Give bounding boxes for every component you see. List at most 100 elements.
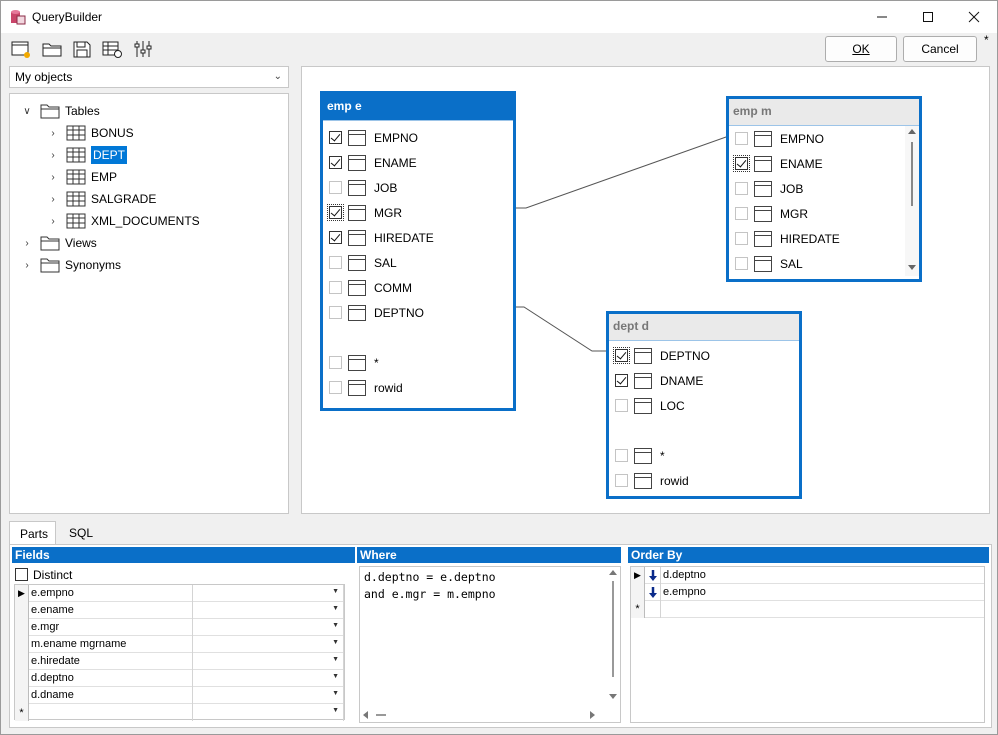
field-expression-cell[interactable]: d.dname [29, 686, 193, 704]
expand-chevron-icon[interactable]: › [51, 193, 55, 205]
distinct-checkbox-row[interactable]: Distinct [14, 566, 72, 583]
field-checkbox[interactable] [613, 347, 630, 364]
expand-chevron-icon[interactable]: › [51, 149, 55, 161]
field-row[interactable]: ENAME [323, 150, 417, 175]
orderby-expression-cell[interactable]: e.empno [663, 586, 706, 598]
field-row[interactable]: DEPTNO [609, 343, 710, 368]
dropdown-arrow-icon[interactable]: ▼ [332, 707, 339, 714]
dropdown-arrow-icon[interactable]: ▼ [332, 621, 339, 629]
dropdown-arrow-icon[interactable]: ▼ [332, 638, 339, 646]
field-checkbox[interactable] [733, 155, 750, 172]
where-horizontal-scrollbar[interactable] [360, 708, 608, 722]
table-settings-button[interactable] [100, 37, 124, 61]
orderby-grid-new-row[interactable]: * [631, 600, 984, 618]
tree-node-views[interactable]: › Views [20, 233, 97, 253]
tree-node-bonus[interactable]: › BONUS [46, 123, 134, 143]
orderby-grid-row[interactable]: ▶ d.deptno [631, 566, 984, 584]
fields-grid-row[interactable]: ▶ e.empno ▼ [15, 584, 344, 602]
field-alias-cell[interactable]: ▼ [193, 635, 344, 653]
options-button[interactable] [131, 37, 155, 61]
field-alias-cell[interactable]: ▼ [193, 618, 344, 636]
tree-node-synonyms[interactable]: › Synonyms [20, 255, 121, 275]
table-box-title[interactable]: dept d [609, 314, 799, 340]
fields-grid-row[interactable]: e.ename ▼ [15, 601, 344, 619]
table-box-emp-m[interactable]: emp m EMPNO ENAME JOB MGR HIREDATE SAL [726, 96, 922, 282]
join-line-mgr-empno[interactable] [516, 136, 728, 209]
fields-grid-row[interactable]: m.ename mgrname ▼ [15, 635, 344, 653]
field-checkbox[interactable] [329, 356, 342, 369]
dropdown-arrow-icon[interactable]: ▼ [332, 604, 339, 612]
table-box-emp-e[interactable]: emp e EMPNO ENAME JOB MGR HIREDATE SAL C… [320, 91, 516, 411]
tree-node-xml-documents[interactable]: › XML_DOCUMENTS [46, 211, 200, 231]
field-alias-cell[interactable]: ▼ [193, 652, 344, 670]
tree-node-dept[interactable]: › DEPT [46, 145, 128, 165]
field-row-rowid[interactable]: rowid [609, 468, 689, 493]
field-checkbox[interactable] [735, 257, 748, 270]
ok-button[interactable]: OK [825, 36, 897, 62]
object-tree[interactable]: ∨ Tables › BONUS › DEPT › EMP › [9, 93, 289, 514]
field-checkbox[interactable] [329, 131, 342, 144]
field-row[interactable]: HIREDATE [323, 225, 434, 250]
field-row[interactable]: MGR [323, 200, 402, 225]
field-row[interactable]: LOC [609, 393, 685, 418]
field-checkbox[interactable] [735, 132, 748, 145]
sort-descending-icon[interactable] [648, 586, 658, 599]
save-button[interactable] [70, 37, 94, 61]
sort-descending-icon[interactable] [648, 569, 658, 582]
field-row-star[interactable]: * [609, 443, 665, 468]
field-checkbox[interactable] [329, 381, 342, 394]
field-row[interactable]: SAL [323, 250, 397, 275]
expand-chevron-icon[interactable]: › [51, 171, 55, 183]
field-row[interactable]: ENAME [729, 151, 823, 176]
fields-grid-row[interactable]: e.mgr ▼ [15, 618, 344, 636]
field-row[interactable]: JOB [729, 176, 803, 201]
field-expression-cell[interactable]: e.empno [29, 584, 193, 602]
field-checkbox[interactable] [615, 399, 628, 412]
table-box-title[interactable]: emp m [729, 99, 919, 125]
collapse-chevron-icon[interactable]: ∨ [23, 105, 31, 117]
close-button[interactable] [951, 1, 997, 33]
field-expression-cell[interactable]: e.hiredate [29, 652, 193, 670]
distinct-checkbox[interactable] [15, 568, 28, 581]
tree-node-salgrade[interactable]: › SALGRADE [46, 189, 156, 209]
maximize-button[interactable] [905, 1, 951, 33]
field-checkbox[interactable] [329, 256, 342, 269]
field-row[interactable]: DEPTNO [323, 300, 424, 325]
tab-parts[interactable]: Parts [9, 521, 56, 545]
field-checkbox[interactable] [329, 181, 342, 194]
field-alias-cell[interactable]: ▼ [193, 669, 344, 687]
field-checkbox[interactable] [615, 474, 628, 487]
query-diagram-canvas[interactable]: emp e EMPNO ENAME JOB MGR HIREDATE SAL C… [301, 66, 990, 514]
field-checkbox[interactable] [327, 204, 344, 221]
field-expression-cell[interactable]: e.mgr [29, 618, 193, 636]
field-row[interactable]: COMM [323, 275, 412, 300]
field-alias-cell[interactable]: ▼ [193, 601, 344, 619]
field-row[interactable]: HIREDATE [729, 226, 840, 251]
orderby-expression-cell[interactable]: d.deptno [663, 569, 706, 581]
object-filter-dropdown[interactable]: My objects ⌄ [9, 66, 289, 88]
sort-direction-cell[interactable] [645, 583, 661, 601]
fields-grid-row[interactable]: d.dname ▼ [15, 686, 344, 704]
field-row[interactable]: DNAME [609, 368, 703, 393]
sort-direction-cell[interactable] [645, 566, 661, 584]
field-row[interactable]: EMPNO [729, 126, 824, 151]
cancel-button[interactable]: Cancel [903, 36, 977, 62]
tab-sql[interactable]: SQL [59, 521, 103, 545]
field-alias-cell[interactable]: ▼ [193, 686, 344, 704]
field-expression-cell[interactable]: d.deptno [29, 669, 193, 687]
fields-grid-row[interactable]: e.hiredate ▼ [15, 652, 344, 670]
field-alias-cell[interactable]: ▼ [193, 584, 344, 602]
field-expression-cell[interactable]: m.ename mgrname [29, 635, 193, 653]
where-vertical-scrollbar[interactable] [606, 567, 620, 707]
expand-chevron-icon[interactable]: › [51, 215, 55, 227]
field-row-rowid[interactable]: rowid [323, 375, 403, 400]
orderby-expression-cell[interactable] [661, 601, 982, 618]
field-row[interactable]: SAL [729, 251, 803, 276]
field-row[interactable]: EMPNO [323, 125, 418, 150]
dropdown-arrow-icon[interactable]: ▼ [332, 655, 339, 663]
field-checkbox[interactable] [735, 207, 748, 220]
field-checkbox[interactable] [329, 281, 342, 294]
dropdown-arrow-icon[interactable]: ▼ [332, 672, 339, 680]
field-expression-cell[interactable] [29, 704, 193, 721]
expand-chevron-icon[interactable]: › [25, 237, 29, 249]
